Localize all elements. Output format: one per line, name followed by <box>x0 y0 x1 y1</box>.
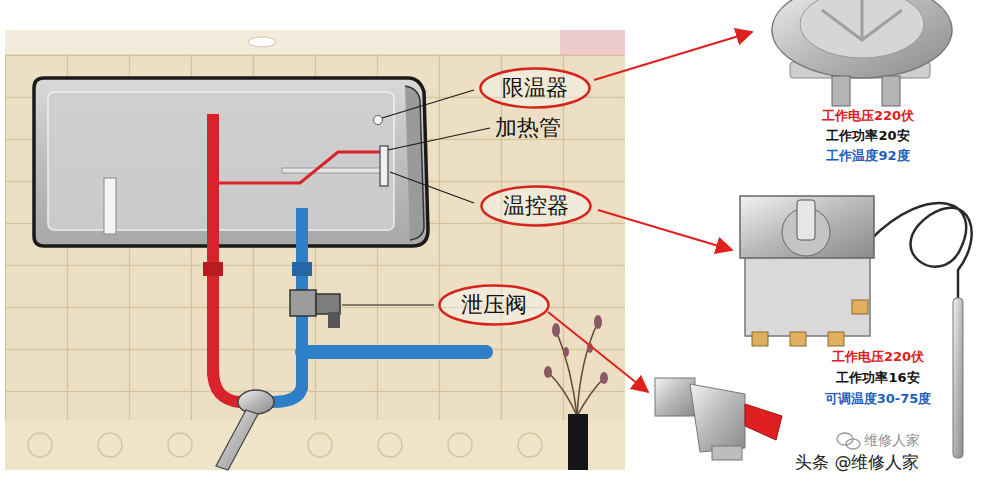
callout-ellipse: 限温器 <box>479 67 591 109</box>
ellipse-shape <box>440 286 549 325</box>
spec-text: 工作功率16安 <box>836 370 919 386</box>
spec-text: 工作电压220伏 <box>832 349 924 365</box>
spec-text: 可调温度30-75度 <box>825 391 932 407</box>
spec-text: 工作电压220伏 <box>822 108 914 124</box>
part-name: 温控器 <box>503 193 569 219</box>
spec-text: 工作温度92度 <box>826 148 909 164</box>
part-name: 限温器 <box>502 75 568 101</box>
watermark: 维修人家 <box>864 431 920 449</box>
ellipse-shape <box>481 69 590 108</box>
callout-ellipse: 温控器 <box>480 185 592 227</box>
part-label: 加热管 <box>495 114 561 142</box>
callout-ellipse: 泄压阀 <box>438 284 550 326</box>
part-name: 泄压阀 <box>461 292 527 318</box>
spec-text: 工作功率20安 <box>826 128 909 144</box>
watermark: 头条 @维修人家 <box>795 452 919 473</box>
ellipse-shape <box>482 187 591 226</box>
